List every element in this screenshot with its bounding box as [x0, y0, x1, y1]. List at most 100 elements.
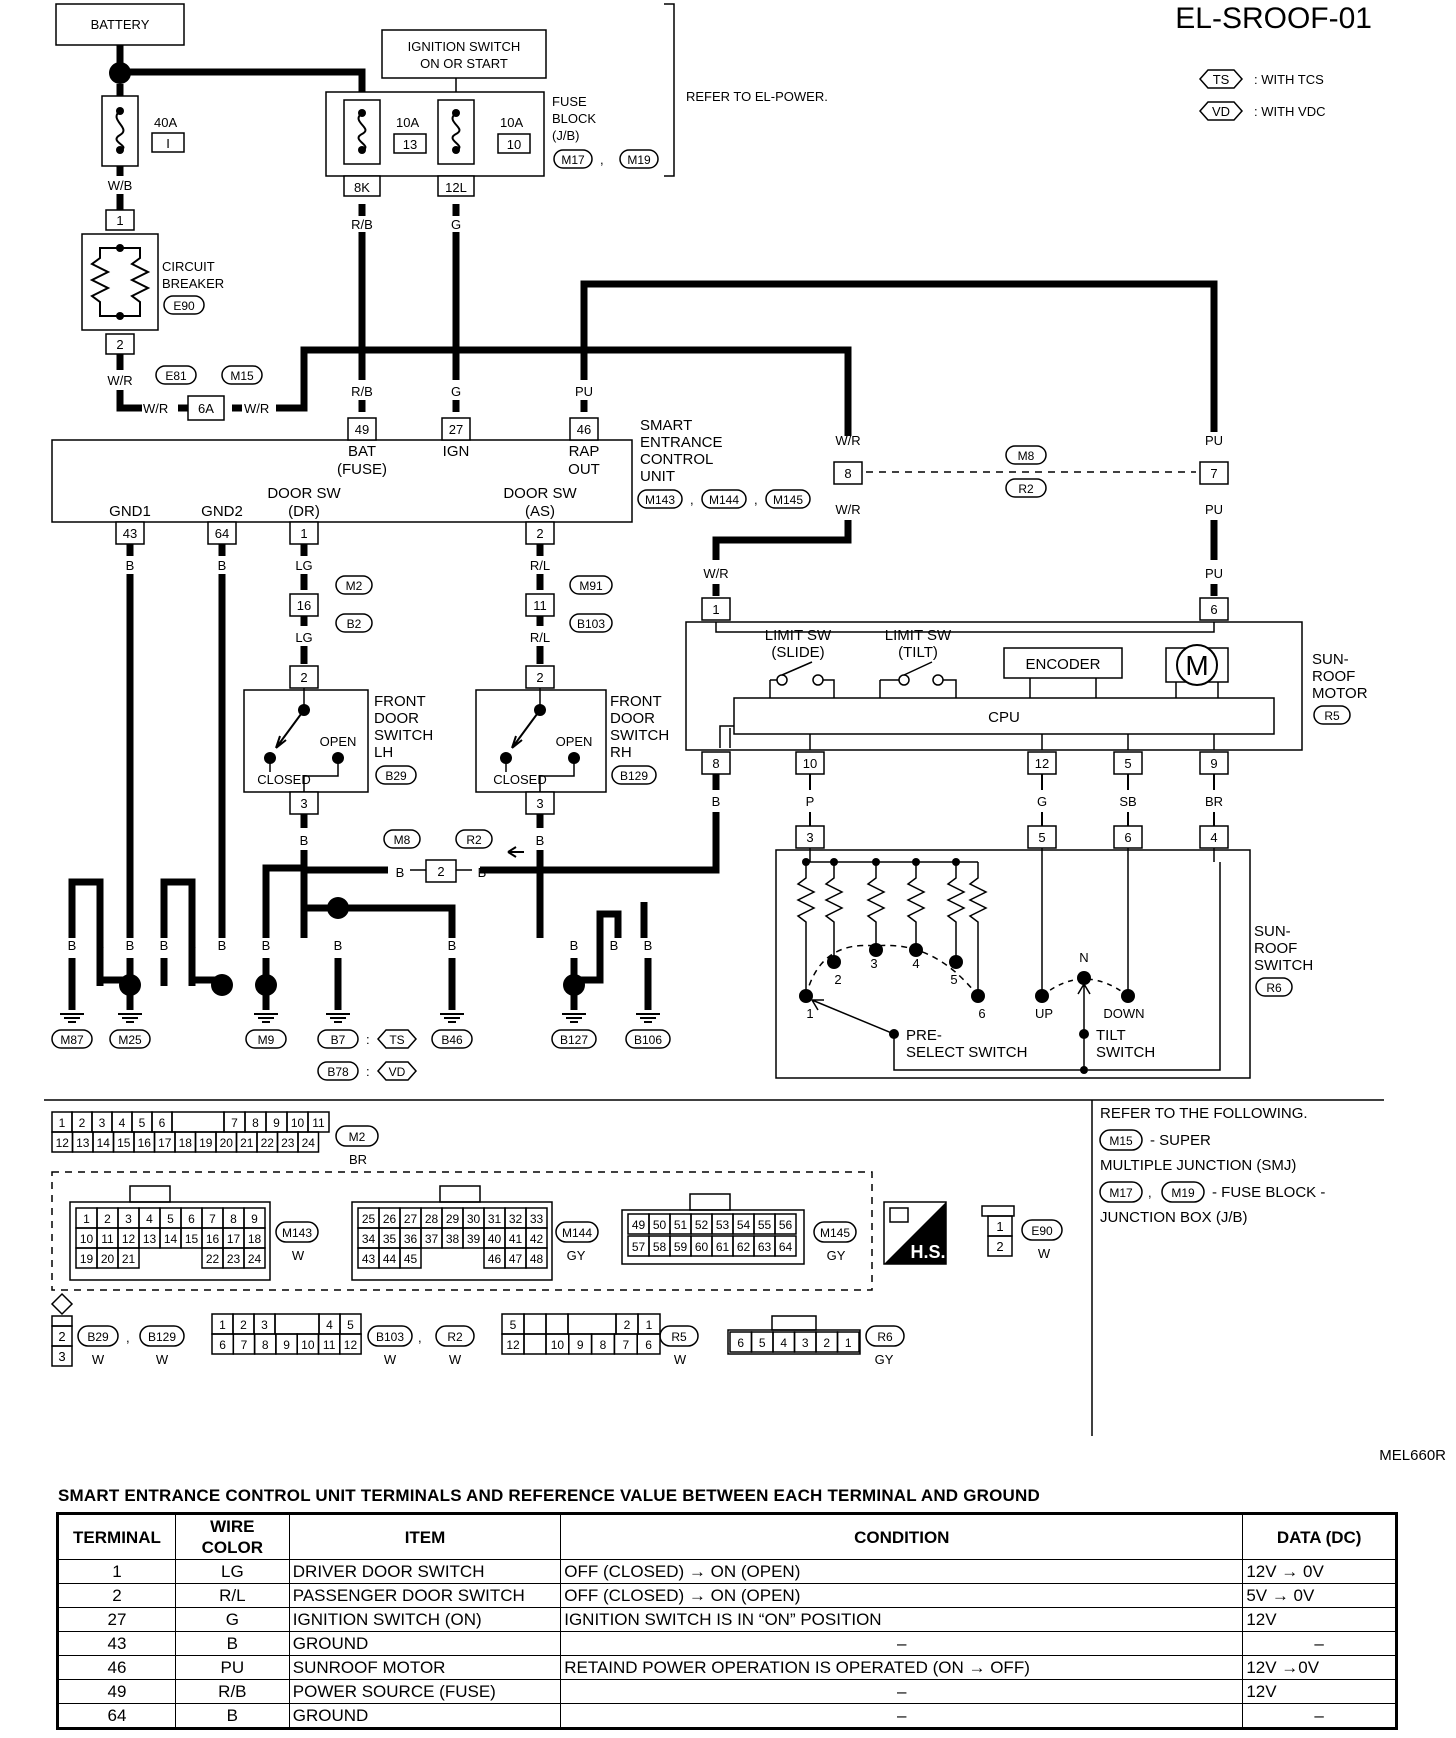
- wire-wb: W/B: [108, 178, 133, 193]
- legend-ts: TS : WITH TCS: [1198, 69, 1324, 89]
- pin-label: 13: [76, 1136, 90, 1150]
- hs-icon: H.S.: [883, 1201, 947, 1265]
- pin-label: 38: [446, 1232, 460, 1246]
- cell-data: –: [1242, 1631, 1397, 1656]
- pin-label: 17: [227, 1232, 241, 1246]
- pin-label: 37: [425, 1232, 439, 1246]
- svg-text:RH: RH: [610, 744, 632, 761]
- svg-text:CPU: CPU: [988, 709, 1020, 726]
- svg-text:B: B: [218, 558, 227, 573]
- svg-text:B129: B129: [148, 1330, 176, 1344]
- pin-label: 10: [80, 1232, 94, 1246]
- svg-text:BREAKER: BREAKER: [162, 276, 224, 291]
- pin-cell: [171, 1111, 225, 1133]
- svg-text:W: W: [449, 1352, 462, 1367]
- svg-text:B: B: [160, 938, 169, 953]
- svg-text:: WITH VDC: : WITH VDC: [1254, 104, 1326, 119]
- pin-label: 62: [737, 1240, 751, 1254]
- pin-label: 50: [653, 1218, 667, 1232]
- cell-item: GROUND: [288, 1703, 562, 1729]
- svg-text:SUN-: SUN-: [1312, 651, 1349, 668]
- pin-label: 34: [362, 1232, 376, 1246]
- svg-text:B: B: [570, 938, 579, 953]
- svg-text:1: 1: [806, 1006, 813, 1021]
- pin-label: 33: [530, 1212, 544, 1226]
- svg-text:R/B: R/B: [351, 384, 373, 399]
- svg-text:CLOSED: CLOSED: [257, 772, 310, 787]
- pin-cell: [523, 1313, 547, 1335]
- svg-text:SELECT SWITCH: SELECT SWITCH: [906, 1044, 1027, 1061]
- refer-el-power: REFER TO EL-POWER.: [686, 89, 828, 104]
- cell-data: 12V: [1242, 1679, 1397, 1704]
- cell-wire-color: R/B: [174, 1679, 290, 1704]
- pin-cell: [525, 1247, 548, 1269]
- svg-text:B: B: [188, 938, 197, 953]
- pin-label: 24: [302, 1136, 316, 1150]
- svg-text:B: B: [262, 938, 271, 953]
- pin-label: 3: [802, 1336, 809, 1350]
- pin-label: 60: [695, 1240, 709, 1254]
- pin-label: 59: [674, 1240, 688, 1254]
- svg-text:B: B: [68, 938, 77, 953]
- svg-text:27: 27: [449, 422, 463, 437]
- svg-text:10: 10: [507, 137, 521, 152]
- pin-label: 41: [509, 1232, 523, 1246]
- pin-label: 11: [101, 1232, 114, 1246]
- svg-text:R/B: R/B: [351, 217, 373, 232]
- cell-condition: RETAIND POWER OPERATION IS OPERATED (ON …: [560, 1655, 1244, 1680]
- front-door-switch-lh: 2 OPEN CLOSED 3: [243, 665, 369, 815]
- svg-text:R2: R2: [1018, 482, 1034, 496]
- pin-label: 6: [737, 1336, 744, 1350]
- svg-text:M19: M19: [1171, 1186, 1195, 1200]
- pin-label: 57: [632, 1240, 646, 1254]
- svg-text:2: 2: [116, 337, 123, 352]
- svg-text:UP: UP: [1035, 1006, 1053, 1021]
- pin-label: 2: [79, 1116, 86, 1130]
- svg-text:B129: B129: [620, 769, 648, 783]
- pin-label: 3: [99, 1116, 106, 1130]
- svg-text:W/R: W/R: [107, 373, 132, 388]
- svg-text:SB: SB: [1119, 794, 1136, 809]
- svg-text:LIMIT SW: LIMIT SW: [765, 627, 832, 644]
- svg-text:2: 2: [437, 864, 444, 879]
- svg-text:E90: E90: [1031, 1224, 1053, 1238]
- svg-text:1: 1: [712, 602, 719, 617]
- pin-label: 54: [737, 1218, 751, 1232]
- svg-text:M15: M15: [1109, 1134, 1133, 1148]
- pin-label: 12: [122, 1232, 136, 1246]
- pin-label: 20: [101, 1252, 115, 1266]
- svg-text:- SUPER: - SUPER: [1150, 1132, 1211, 1149]
- pin-cell: [523, 1333, 547, 1355]
- pin-label: 55: [758, 1218, 772, 1232]
- svg-text:R6: R6: [877, 1330, 893, 1344]
- svg-text:W/R: W/R: [703, 566, 728, 581]
- fuse-block: 10A 13 10A 10: [325, 91, 545, 177]
- svg-text:B127: B127: [560, 1033, 588, 1047]
- svg-text:W: W: [92, 1352, 105, 1367]
- svg-text:TILT: TILT: [1096, 1027, 1126, 1044]
- svg-text:6: 6: [978, 1006, 985, 1021]
- svg-text:I: I: [166, 136, 170, 151]
- connector-e90: 1 2 E90 W: [981, 1205, 1063, 1261]
- svg-text:4: 4: [1210, 830, 1217, 845]
- svg-text:IGNITION SWITCH: IGNITION SWITCH: [408, 39, 521, 54]
- svg-text:LIMIT SW: LIMIT SW: [885, 627, 952, 644]
- pin-label: 12: [506, 1338, 520, 1352]
- pin-label: 8: [230, 1212, 237, 1226]
- pin-label: 36: [404, 1232, 418, 1246]
- pin-cell: [69, 1201, 271, 1281]
- pin-label: 45: [404, 1252, 418, 1266]
- pin-label: 23: [227, 1252, 241, 1266]
- svg-text:IGN: IGN: [443, 443, 470, 460]
- svg-text:2: 2: [536, 526, 543, 541]
- svg-text:(AS): (AS): [525, 503, 555, 520]
- pin-label: 12: [56, 1136, 70, 1150]
- cell-wire-color: LG: [174, 1559, 290, 1584]
- svg-text:M91: M91: [579, 579, 603, 593]
- svg-text:CONTROL: CONTROL: [640, 451, 713, 468]
